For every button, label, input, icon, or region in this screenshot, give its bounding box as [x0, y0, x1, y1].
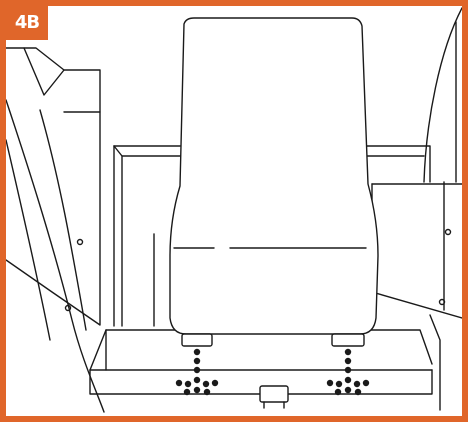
screw-icon	[444, 228, 452, 236]
screw-icon	[438, 298, 446, 306]
front-panel	[169, 17, 379, 335]
rear-cabinet	[113, 145, 431, 327]
latch-icon	[259, 385, 289, 409]
base-tray	[89, 329, 433, 395]
alignment-dots-left	[175, 348, 219, 396]
right-side-panel	[371, 7, 462, 411]
alignment-dots-right	[326, 348, 370, 396]
installation-illustration	[6, 7, 462, 413]
screw-icon	[64, 304, 72, 312]
mounting-foot-right	[331, 333, 365, 347]
step-badge: 4B	[6, 6, 48, 40]
screw-icon	[76, 238, 84, 246]
mounting-foot-left	[181, 333, 213, 347]
left-side-panel	[6, 47, 105, 413]
